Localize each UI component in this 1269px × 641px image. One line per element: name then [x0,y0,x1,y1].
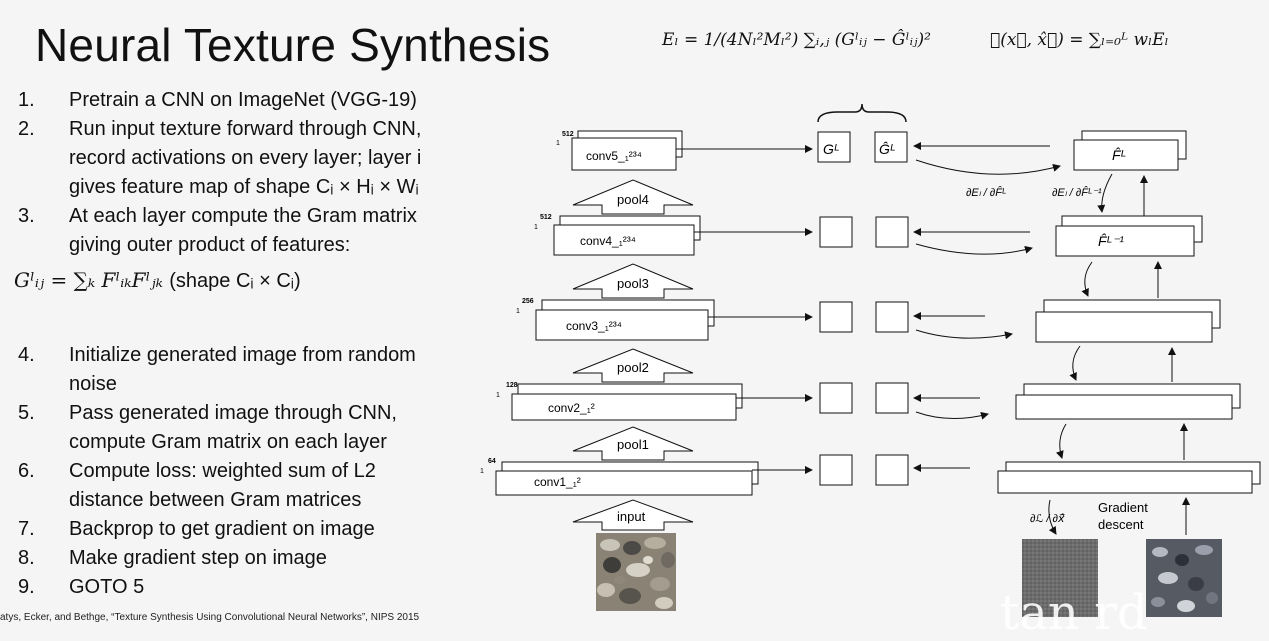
down-arrow-3 [1069,345,1081,381]
gram-hat-box-2 [875,382,909,414]
gram-hat-box-1 [875,454,909,486]
grad-arrow-4 [915,243,1033,255]
conv5-one: 1 [556,140,560,147]
gram-box-2 [819,382,853,414]
energy-formula: Eₗ = 1/(4Nₗ²Mₗ²) ∑ᵢ,ⱼ (Gˡᵢⱼ − Ĝˡᵢⱼ)² [662,30,931,50]
conv2-label: conv2_₁² [548,401,595,415]
gram-hat-box-4 [875,216,909,248]
svg-text:Ĝᴸ: Ĝᴸ [879,141,895,157]
grad-arrow-2 [915,411,989,420]
dE-dF-label: ∂Eₗ / ∂F̂ᴸ [966,185,1006,199]
down-arrow-4 [1081,261,1093,297]
gram-top-box: Gᴸ [817,131,851,163]
gram-box-4 [819,216,853,248]
conv3-depth: 256 [522,298,534,305]
down-arrow-2 [1055,423,1067,459]
input-texture-image [596,533,676,611]
conv5-depth: 512 [562,131,574,138]
svg-text:F̂ᴸ: F̂ᴸ [1112,147,1126,163]
loss-formula: ℒ(x⃗, x̂⃗) = ∑ₗ₌₀ᴸ wₗEₗ [990,30,1169,50]
gradient-descent-label-1: Gradient [1098,500,1148,515]
pool4-arrow: pool4 [572,179,694,215]
gram-hat-box-3 [875,301,909,333]
gram-shape: (shape Cᵢ × Cᵢ) [169,270,301,292]
svg-text:pool3: pool3 [617,276,649,291]
brace [817,103,907,123]
conv1-depth: 64 [488,458,496,465]
gram-box-3 [819,301,853,333]
gram-formula: Gˡᵢⱼ = ∑ₖ FˡᵢₖFˡⱼₖ (shape Cᵢ × Cᵢ) [14,268,301,292]
svg-text:input: input [617,509,646,524]
svg-text:pool4: pool4 [617,192,649,207]
gen-layer-1 [997,461,1261,494]
grad-arrow-3 [915,329,1013,340]
generated-texture-image [1146,539,1222,617]
dL-dx-label: ∂ℒ / ∂x̂⃗ [1030,513,1065,525]
pool3-arrow: pool3 [572,263,694,299]
grad-arrow-5 [915,159,1061,175]
gram-box-1 [819,454,853,486]
conv2-depth: 128 [506,382,518,389]
pool2-arrow: pool2 [572,348,694,383]
down-arrow-1 [1048,499,1057,535]
conv3-label: conv3_₁²³⁴ [566,319,622,333]
slide-title: Neural Texture Synthesis [35,19,551,71]
svg-text:Gᴸ: Gᴸ [823,141,839,157]
fhat-L-block: F̂ᴸ [1073,130,1187,171]
noise-image [1022,539,1098,617]
down-arrow-5 [1097,173,1113,213]
input-arrow: input [572,499,694,531]
conv2-one: 1 [496,392,500,399]
conv4-block: conv4_₁²³⁴ 512 1 [534,214,701,256]
conv4-label: conv4_₁²³⁴ [580,234,636,248]
gen-layer-2 [1015,383,1241,420]
conv4-depth: 512 [540,214,552,221]
svg-text:pool1: pool1 [617,437,649,452]
gram-hat-top-box: Ĝᴸ [874,131,908,163]
conv5-label: conv5_₁²³⁴ [586,149,642,163]
conv1-block: conv1_₁² 64 1 [480,458,759,496]
watermark: tan rd [1000,585,1148,641]
fhat-L1-block: F̂ᴸ⁻¹ [1055,215,1203,257]
dE-dF1-label: ∂Eₗ / ∂F̂ᴸ⁻¹ [1052,185,1102,199]
gradient-descent-label-2: descent [1098,517,1144,532]
pool1-arrow: pool1 [572,426,694,461]
gen-layer-3 [1035,299,1221,343]
conv3-block: conv3_₁²³⁴ 256 1 [516,298,715,341]
conv1-label: conv1_₁² [534,475,581,489]
conv5-block: conv5_₁²³⁴ 512 1 [556,130,683,171]
conv4-one: 1 [534,224,538,231]
svg-text:F̂ᴸ⁻¹: F̂ᴸ⁻¹ [1098,233,1124,249]
conv3-one: 1 [516,308,520,315]
conv1-one: 1 [480,468,484,475]
citation: atys, Ecker, and Bethge, “Texture Synthe… [0,612,420,623]
conv2-block: conv2_₁² 128 1 [496,382,743,421]
svg-text:pool2: pool2 [617,360,649,375]
